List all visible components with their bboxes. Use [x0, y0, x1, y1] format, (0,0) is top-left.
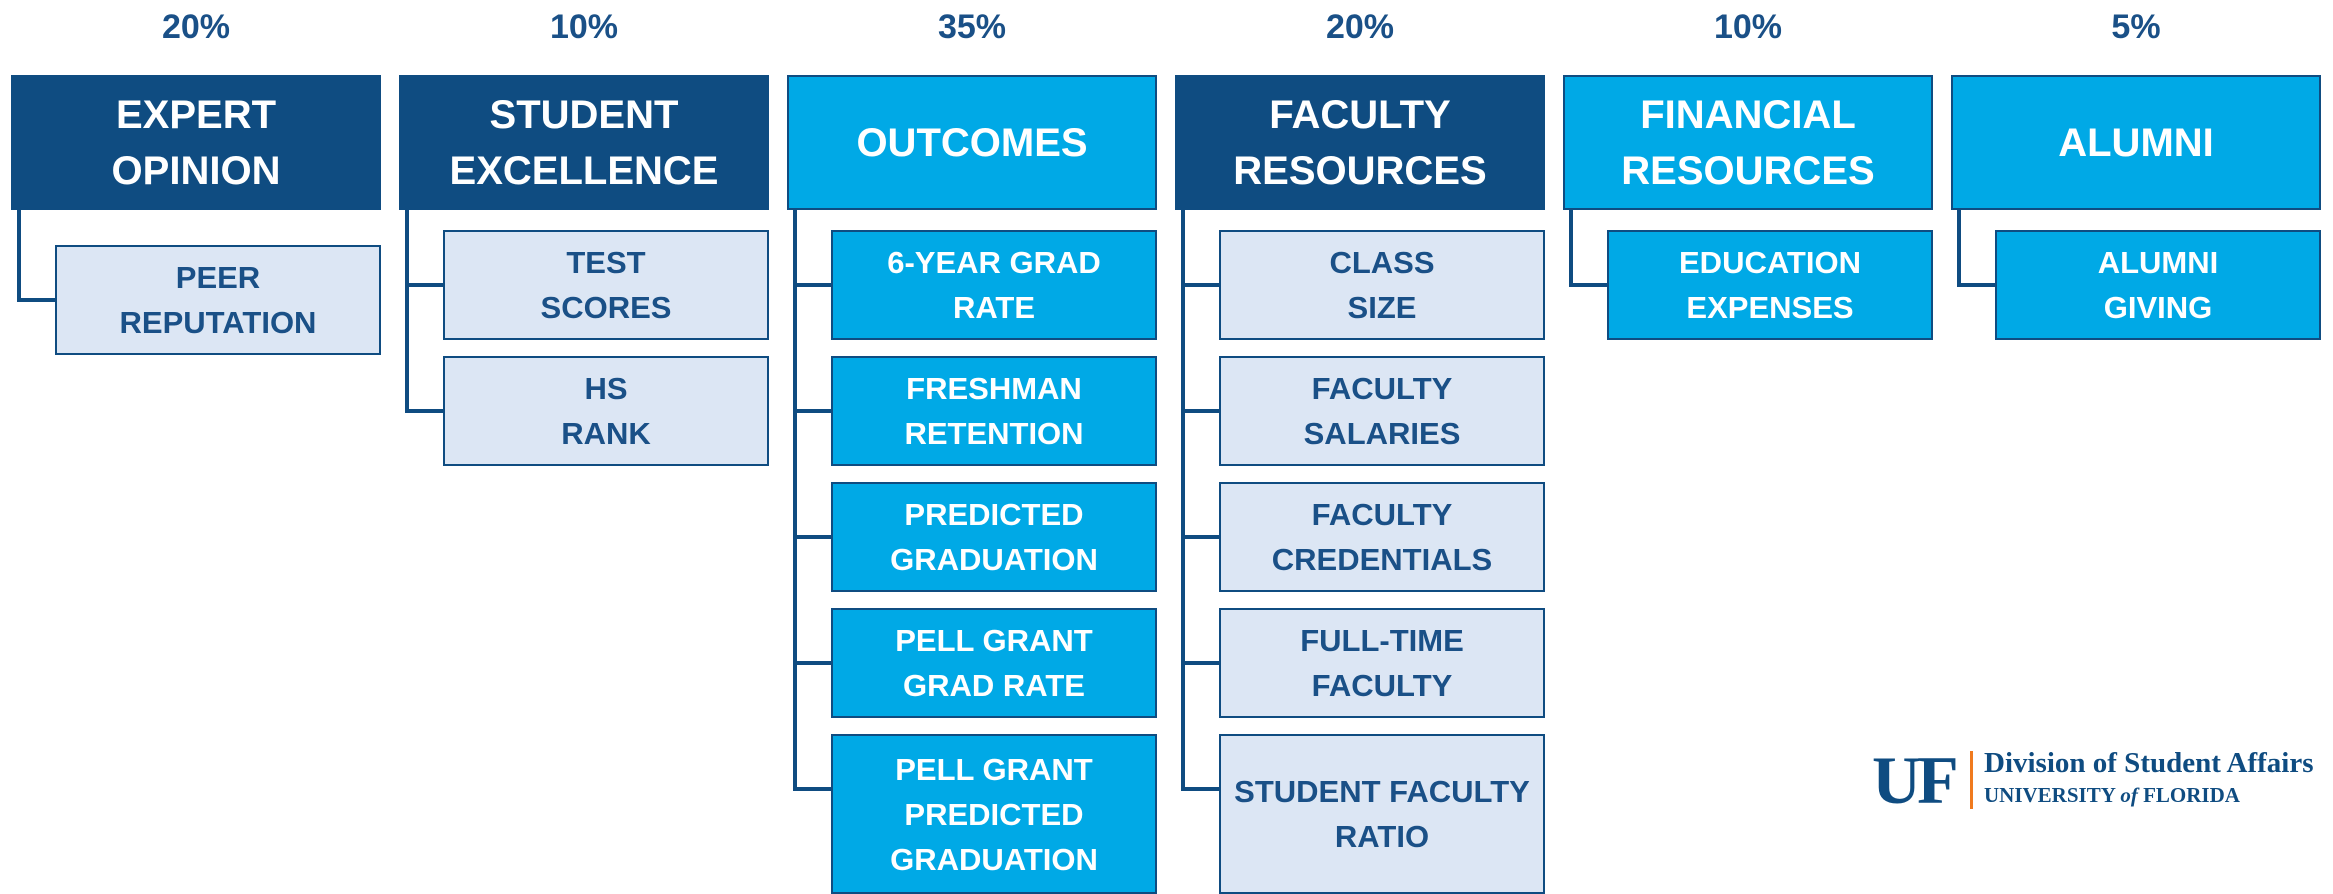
category-header: STUDENT EXCELLENCE: [399, 75, 769, 210]
connector-line: [1181, 661, 1219, 665]
connector-line: [1569, 210, 1573, 287]
metric-box: FULL-TIME FACULTY: [1219, 608, 1545, 718]
metric-box: ALUMNI GIVING: [1995, 230, 2321, 340]
logo-divider: [1970, 751, 1973, 809]
category-weight: 5%: [2111, 8, 2161, 46]
category-weight: 20%: [161, 8, 231, 46]
category-weight: 20%: [1325, 8, 1395, 46]
connector-line: [1181, 283, 1219, 287]
connector-line: [793, 210, 797, 791]
metric-box: 6-YEAR GRAD RATE: [831, 230, 1157, 340]
metric-box: HS RANK: [443, 356, 769, 466]
metric-box: STUDENT FACULTY RATIO: [1219, 734, 1545, 894]
connector-line: [405, 210, 409, 413]
connector-line: [405, 283, 443, 287]
connector-line: [17, 298, 55, 302]
metric-box: FRESHMAN RETENTION: [831, 356, 1157, 466]
metric-box: PREDICTED GRADUATION: [831, 482, 1157, 592]
connector-line: [1957, 283, 1995, 287]
connector-line: [1569, 283, 1607, 287]
connector-line: [793, 787, 831, 791]
connector-line: [405, 409, 443, 413]
uf-mark: UF: [1872, 742, 1959, 818]
connector-line: [1957, 210, 1961, 287]
metric-box: PEER REPUTATION: [55, 245, 381, 355]
category-weight: 10%: [549, 8, 619, 46]
category-weight: 35%: [937, 8, 1007, 46]
connector-line: [1181, 535, 1219, 539]
category-weight: 10%: [1713, 8, 1783, 46]
metric-box: FACULTY CREDENTIALS: [1219, 482, 1545, 592]
category-header: OUTCOMES: [787, 75, 1157, 210]
metric-box: TEST SCORES: [443, 230, 769, 340]
category-header: EXPERT OPINION: [11, 75, 381, 210]
category-header: ALUMNI: [1951, 75, 2321, 210]
connector-line: [17, 210, 21, 302]
connector-line: [1181, 409, 1219, 413]
connector-line: [793, 661, 831, 665]
metric-box: CLASS SIZE: [1219, 230, 1545, 340]
connector-line: [793, 535, 831, 539]
connector-line: [793, 283, 831, 287]
metric-box: FACULTY SALARIES: [1219, 356, 1545, 466]
category-header: FACULTY RESOURCES: [1175, 75, 1545, 210]
metric-box: PELL GRANT PREDICTED GRADUATION: [831, 734, 1157, 894]
connector-line: [1181, 787, 1219, 791]
connector-line: [1181, 210, 1185, 791]
metric-box: EDUCATION EXPENSES: [1607, 230, 1933, 340]
connector-line: [793, 409, 831, 413]
logo-university: UNIVERSITY of FLORIDA: [1984, 783, 2240, 807]
metric-box: PELL GRANT GRAD RATE: [831, 608, 1157, 718]
logo-division: Division of Student Affairs: [1984, 747, 2314, 779]
category-header: FINANCIAL RESOURCES: [1563, 75, 1933, 210]
